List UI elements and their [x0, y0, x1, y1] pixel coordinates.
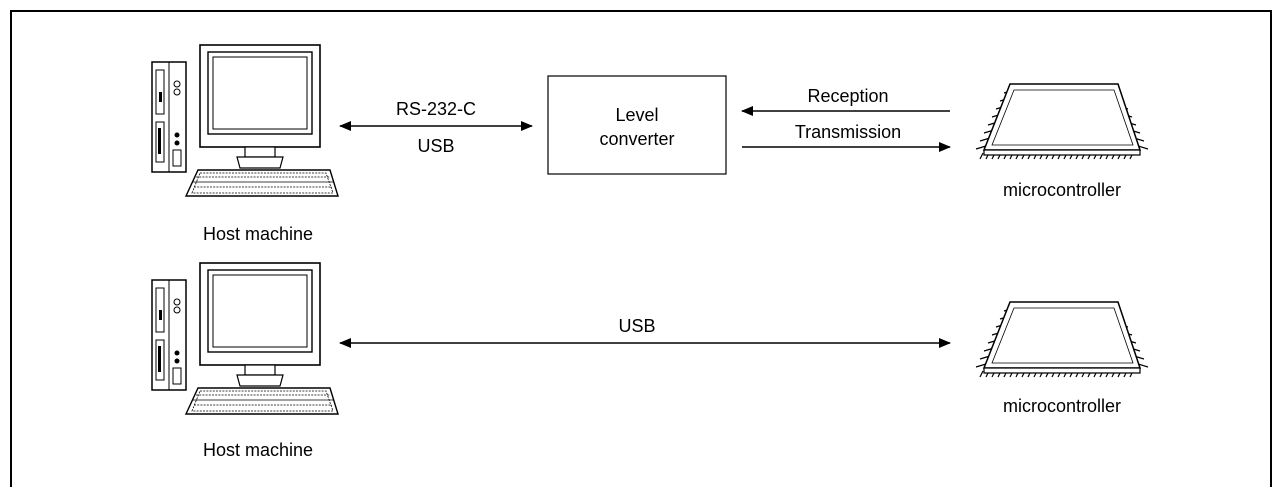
host-computer-icon: [151, 262, 339, 415]
bottom-microcontroller-label: microcontroller: [1003, 396, 1121, 416]
level-converter-line-2: converter: [599, 129, 674, 149]
top-microcontroller-label: microcontroller: [1003, 180, 1121, 200]
reception-label: Reception: [807, 86, 888, 106]
level-converter-box: [547, 75, 727, 175]
transmission-label: Transmission: [795, 122, 901, 142]
diagram-frame: [10, 10, 1272, 487]
microcontroller-chip-icon: [975, 301, 1149, 378]
microcontroller-chip-icon: [975, 83, 1149, 160]
bottom-usb-label: USB: [618, 316, 655, 336]
rs232c-label: RS-232-C: [396, 99, 476, 119]
host-computer-icon: [151, 44, 339, 197]
top-host-label: Host machine: [203, 224, 313, 244]
level-converter-line-1: Level: [615, 105, 658, 125]
bottom-host-label: Host machine: [203, 440, 313, 460]
top-usb-label: USB: [417, 136, 454, 156]
